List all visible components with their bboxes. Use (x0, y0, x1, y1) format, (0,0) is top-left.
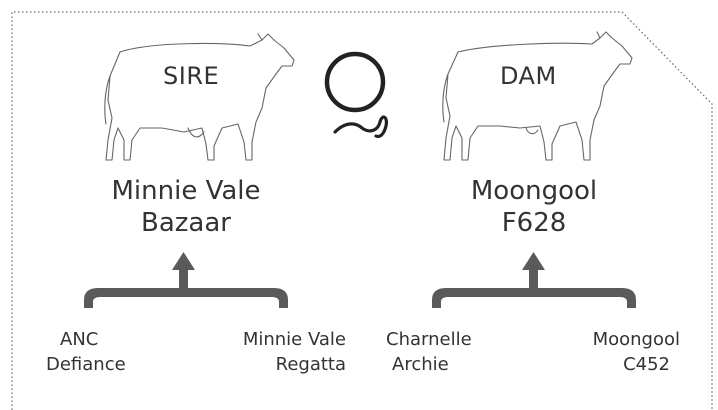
sire-name-line1: Minnie Vale (111, 176, 261, 206)
sire-sire-line1: ANC (60, 329, 99, 350)
dam-cow-icon (442, 31, 633, 161)
sire-sire-line2: Defiance (46, 354, 126, 375)
sire-dam-line1: Minnie Vale (242, 329, 346, 350)
dam-bracket-arrow (432, 252, 636, 308)
dam-dam-line2: C452 (623, 354, 670, 375)
sire-name-line2: Bazaar (141, 208, 231, 238)
dam-name: Moongool F628 (432, 175, 636, 239)
dam-dam: Moongool C452 (570, 327, 680, 377)
dam-name-line2: F628 (501, 208, 567, 238)
dam-dam-line1: Moongool (592, 329, 680, 350)
dotted-frame (11, 11, 713, 410)
dam-sire-line1: Charnelle (386, 329, 472, 350)
sire-name: Minnie Vale Bazaar (84, 175, 288, 239)
dam-sire-line2: Archie (392, 354, 449, 375)
sire-tag: SIRE (163, 62, 220, 90)
sire-bull-icon (104, 33, 295, 161)
polled-symbol-icon (324, 51, 388, 139)
dam-name-line1: Moongool (470, 176, 598, 206)
sire-sire: ANC Defiance (46, 327, 156, 377)
sire-dam: Minnie Vale Regatta (226, 327, 346, 377)
sire-dam-line2: Regatta (275, 354, 346, 375)
dam-tag: DAM (500, 62, 557, 90)
sire-bracket-arrow (84, 252, 288, 308)
dam-sire: Charnelle Archie (386, 327, 496, 377)
